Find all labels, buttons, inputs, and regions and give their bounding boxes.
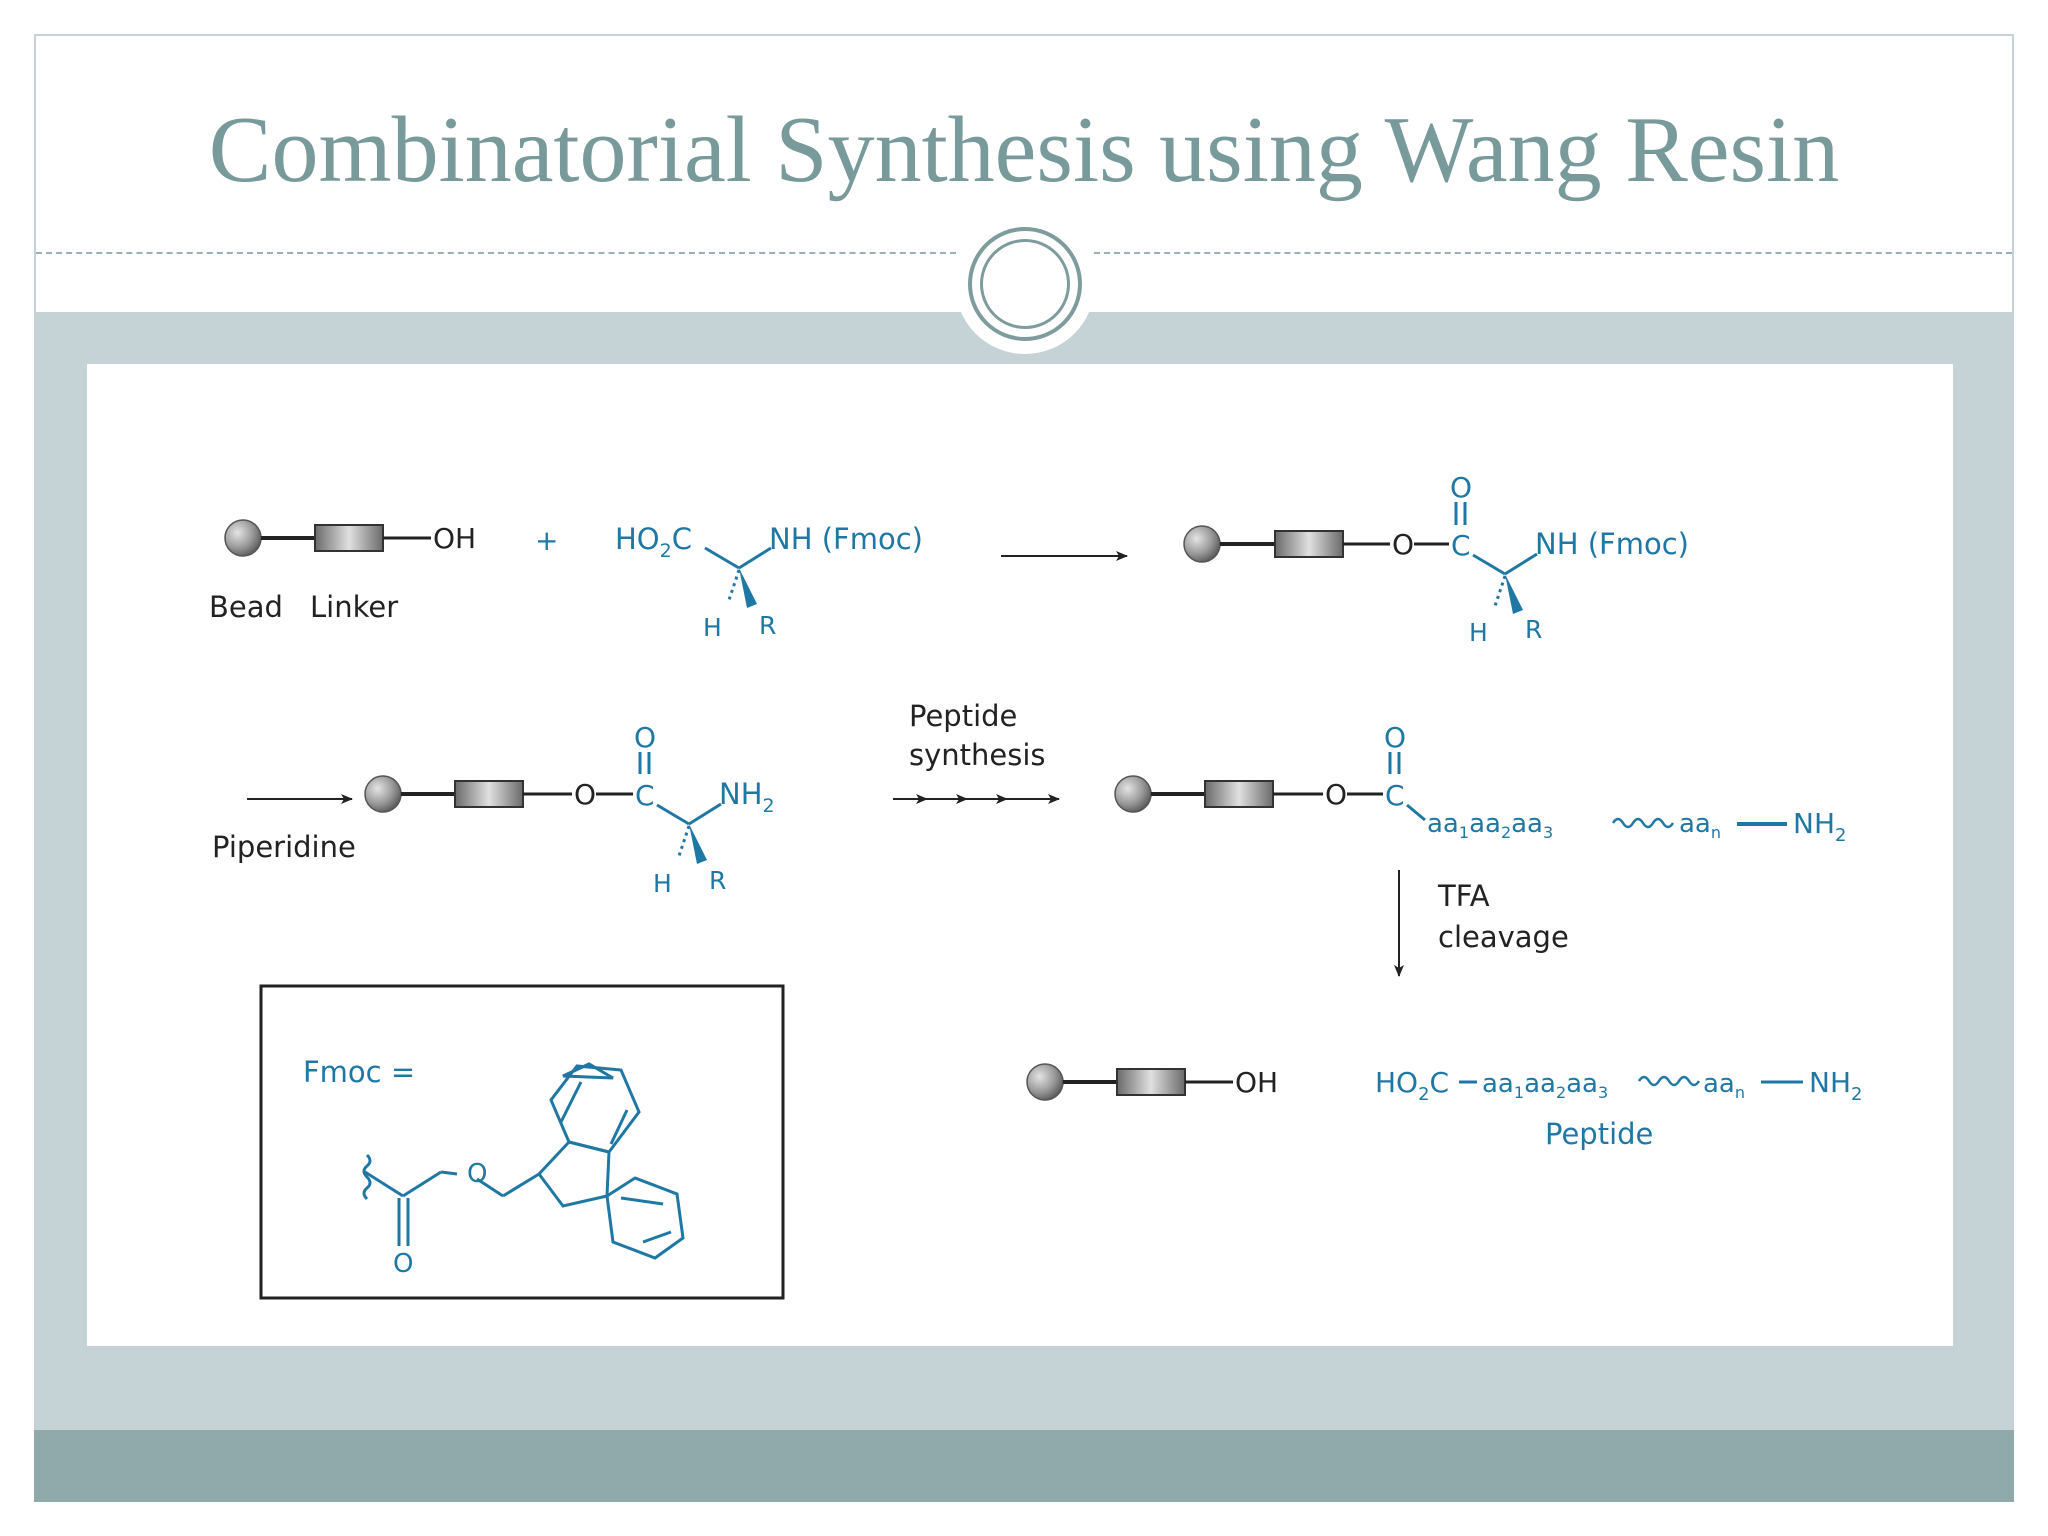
deprotected-amine-intermediate: O C O NH2 H R — [364, 721, 775, 898]
ho2c-label: HO2C — [615, 522, 692, 562]
fmoc-structure-icon — [362, 1062, 685, 1260]
carbonyl-o-label: O — [1450, 471, 1472, 504]
peptide-amino-acid-chain: aa1aa2aa3 — [1482, 1069, 1608, 1102]
linker-icon — [1116, 1068, 1186, 1096]
fmoc-ether-o-label: O — [467, 1159, 487, 1189]
divider-line-right — [1094, 252, 2012, 254]
carbonyl-c-label: C — [1451, 529, 1471, 562]
bead-icon — [1026, 1063, 1064, 1101]
r-label: R — [759, 611, 776, 640]
peptide-ho2c-label: HO2C — [1375, 1066, 1449, 1105]
tfa-label: TFA — [1437, 879, 1490, 913]
terminal-nh2-label: NH2 — [1793, 807, 1846, 846]
fmoc-definition-box: Fmoc = O O — [259, 984, 785, 1300]
carbonyl-o-label: O — [1384, 721, 1406, 754]
ester-o-label: O — [1325, 778, 1347, 811]
r-label: R — [1525, 615, 1542, 644]
r-label: R — [709, 866, 726, 895]
ester-o-label: O — [1392, 528, 1414, 561]
cleavage-label: cleavage — [1438, 920, 1569, 954]
peptide-nh2-label: NH2 — [1809, 1066, 1862, 1105]
nh2-label: NH2 — [719, 777, 775, 817]
fmoc-label: Fmoc = — [303, 1055, 415, 1089]
piperidine-label: Piperidine — [212, 830, 356, 864]
ester-o-label: O — [574, 778, 596, 811]
ornament-inner-ring — [980, 239, 1070, 329]
peptide-synthesis-label-line2: synthesis — [909, 738, 1046, 772]
nh-fmoc-label: NH (Fmoc) — [769, 522, 923, 556]
carbonyl-c-label: C — [635, 779, 655, 812]
bead-icon — [364, 775, 402, 813]
h-label: H — [703, 613, 722, 642]
oh-label: OH — [1235, 1066, 1278, 1099]
bead-linker-oh-reactant: OH — [224, 519, 476, 557]
bead-label: Bead — [209, 590, 283, 624]
linker-icon — [1274, 530, 1344, 558]
aan-label: aan — [1679, 809, 1721, 842]
bead-icon — [1114, 775, 1152, 813]
h-label: H — [1469, 618, 1488, 647]
reaction-scheme: OH + Bead Linker HO2C NH (Fmoc) H R O C … — [209, 471, 1862, 1300]
nh-fmoc-label: NH (Fmoc) — [1535, 527, 1689, 561]
carbonyl-c-label: C — [1385, 779, 1405, 812]
amino-acid-chain: aa1aa2aa3 — [1427, 809, 1553, 842]
peptide-synthesis-label-line1: Peptide — [909, 699, 1017, 733]
peptide-wavy-bond — [1637, 1075, 1701, 1087]
oh-label: OH — [433, 522, 476, 555]
footer-band — [34, 1430, 2014, 1502]
fmoc-amino-acid-reactant: HO2C NH (Fmoc) H R — [615, 522, 923, 642]
free-peptide-product: HO2C aa1aa2aa3 aan NH2 Peptide — [1375, 1066, 1862, 1151]
loaded-resin-product: O C O NH (Fmoc) H R — [1183, 471, 1689, 647]
divider-line-left — [36, 252, 956, 254]
bead-icon — [224, 519, 262, 557]
fmoc-carbonyl-o-label: O — [393, 1249, 413, 1279]
peptide-aan-label: aan — [1703, 1069, 1745, 1102]
title-area: Combinatorial Synthesis using Wang Resin — [34, 34, 2014, 286]
linker-label: Linker — [310, 590, 398, 624]
h-label: H — [653, 869, 672, 898]
linker-icon — [1204, 780, 1274, 808]
plus-sign: + — [535, 524, 558, 557]
regenerated-resin: OH — [1026, 1063, 1278, 1101]
bead-icon — [1183, 525, 1221, 563]
chain-wavy-bond — [1611, 817, 1675, 829]
slide-title: Combinatorial Synthesis using Wang Resin — [208, 98, 1840, 202]
linker-icon — [454, 780, 524, 808]
peptide-label: Peptide — [1545, 1117, 1653, 1151]
fmoc-box-border — [259, 984, 785, 1300]
linker-icon — [314, 524, 384, 552]
carbonyl-o-label: O — [634, 721, 656, 754]
reaction-scheme-panel: OH + Bead Linker HO2C NH (Fmoc) H R O C … — [87, 364, 1953, 1346]
resin-bound-peptide: O C O aa1aa2aa3 aan NH2 — [1114, 721, 1846, 846]
